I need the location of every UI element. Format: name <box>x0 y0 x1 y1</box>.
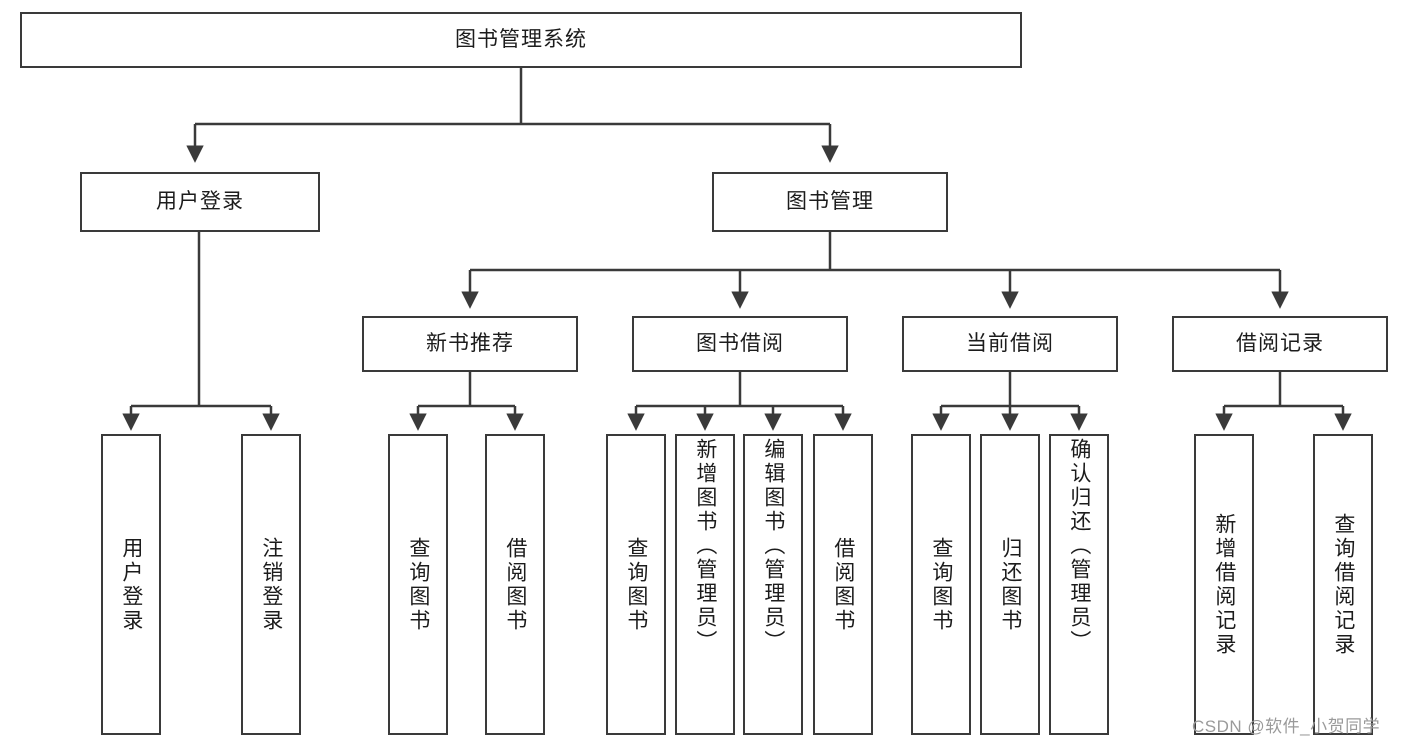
leaf-current-return-book-label: 归还图书 <box>998 536 1022 633</box>
leaf-borrow-query-book[interactable]: 查询图书 <box>606 434 666 735</box>
node-book-borrow-label: 图书借阅 <box>696 331 784 355</box>
node-borrow-record-label: 借阅记录 <box>1236 331 1324 355</box>
leaf-current-query-book[interactable]: 查询图书 <box>911 434 971 735</box>
leaf-user-login-signout[interactable]: 注销登录 <box>241 434 301 735</box>
leaf-recommend-query-book-label: 查询图书 <box>406 536 430 633</box>
leaf-record-query-record-label: 查询借阅记录 <box>1331 512 1355 657</box>
node-user-login-label: 用户登录 <box>156 189 244 213</box>
leaf-borrow-add-book-admin-label: 新增图书（管理员） <box>693 438 717 654</box>
leaf-borrow-add-book-admin[interactable]: 新增图书（管理员） <box>675 434 735 735</box>
leaf-user-login-signin-label: 用户登录 <box>119 536 143 633</box>
leaf-current-query-book-label: 查询图书 <box>929 536 953 633</box>
leaf-borrow-edit-book-admin-label: 编辑图书（管理员） <box>761 438 785 654</box>
leaf-current-return-book[interactable]: 归还图书 <box>980 434 1040 735</box>
leaf-recommend-borrow-book-label: 借阅图书 <box>503 536 527 633</box>
leaf-borrow-query-book-label: 查询图书 <box>624 536 648 633</box>
leaf-current-confirm-return-admin[interactable]: 确认归还（管理员） <box>1049 434 1109 735</box>
node-new-book-recommend-label: 新书推荐 <box>426 331 514 355</box>
node-borrow-record[interactable]: 借阅记录 <box>1172 316 1388 372</box>
leaf-borrow-borrow-book-label: 借阅图书 <box>831 536 855 633</box>
node-user-login[interactable]: 用户登录 <box>80 172 320 232</box>
leaf-recommend-borrow-book[interactable]: 借阅图书 <box>485 434 545 735</box>
node-root[interactable]: 图书管理系统 <box>20 12 1022 68</box>
node-book-management[interactable]: 图书管理 <box>712 172 948 232</box>
leaf-recommend-query-book[interactable]: 查询图书 <box>388 434 448 735</box>
node-current-borrow-label: 当前借阅 <box>966 331 1054 355</box>
leaf-user-login-signout-label: 注销登录 <box>259 536 283 633</box>
node-root-label: 图书管理系统 <box>455 27 587 51</box>
leaf-borrow-borrow-book[interactable]: 借阅图书 <box>813 434 873 735</box>
watermark: CSDN @软件_小贺同学 <box>1192 717 1381 736</box>
leaf-current-confirm-return-admin-label: 确认归还（管理员） <box>1067 438 1091 654</box>
leaf-user-login-signin[interactable]: 用户登录 <box>101 434 161 735</box>
leaf-record-add-record-label: 新增借阅记录 <box>1212 512 1236 657</box>
node-book-management-label: 图书管理 <box>786 189 874 213</box>
leaf-borrow-edit-book-admin[interactable]: 编辑图书（管理员） <box>743 434 803 735</box>
node-current-borrow[interactable]: 当前借阅 <box>902 316 1118 372</box>
leaf-record-query-record[interactable]: 查询借阅记录 <box>1313 434 1373 735</box>
leaf-record-add-record[interactable]: 新增借阅记录 <box>1194 434 1254 735</box>
node-book-borrow[interactable]: 图书借阅 <box>632 316 848 372</box>
node-new-book-recommend[interactable]: 新书推荐 <box>362 316 578 372</box>
